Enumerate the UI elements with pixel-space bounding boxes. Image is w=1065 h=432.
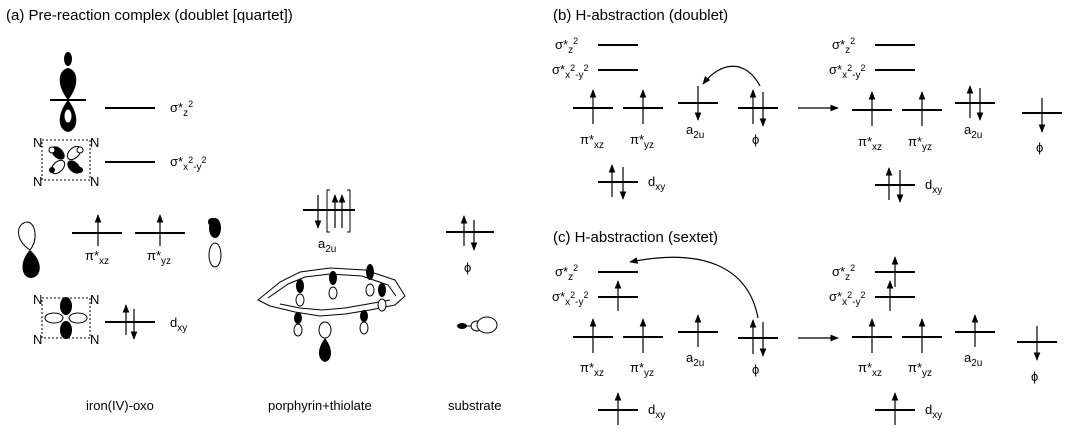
panel-c: σ*z2 σ*x2-y2 π*xz π*yz a2u ϕ dxy σ*z2 σ*… — [552, 256, 1057, 425]
pi-yz-orbital-drawing — [208, 218, 222, 268]
svg-text:N: N — [90, 174, 99, 189]
pi-xz-label-c2: π*xz — [858, 360, 882, 379]
phi-label-b1: ϕ — [752, 132, 759, 147]
a2u-label-b2: a2u — [964, 122, 982, 141]
sigma-x2y2-label: σ*x2-y2 — [170, 154, 206, 173]
panel-c-title: (c) H-abstraction (sextet) — [553, 229, 718, 246]
svg-text:N: N — [90, 332, 99, 347]
sigma-x2y2-label-c1: σ*x2-y2 — [552, 289, 588, 308]
phi-label-a: ϕ — [464, 260, 471, 275]
dx2y2-orbital-drawing: N N N N — [33, 135, 99, 189]
pi-xz-label: π*xz — [85, 248, 109, 267]
iron-oxo-label: iron(IV)-oxo — [86, 398, 154, 413]
substrate-orbital-drawing — [457, 316, 498, 334]
sigma-z2-label-c1: σ*z2 — [555, 263, 578, 283]
sigma-x2y2-label-b2: σ*x2-y2 — [829, 62, 865, 81]
a2u-label-a: a2u — [318, 236, 336, 255]
dxy-label-b1: dxy — [648, 174, 665, 193]
panel-a: σ*z2 N N N N σ*x2-y2 π*xz π*yz — [18, 52, 501, 413]
pi-xz-label-b2: π*xz — [858, 134, 882, 153]
svg-text:N: N — [33, 332, 42, 347]
svg-text:N: N — [90, 292, 99, 307]
pi-xz-orbital-drawing — [18, 221, 40, 278]
pi-yz-label-c2: π*yz — [908, 360, 932, 379]
pi-yz-label-b1: π*yz — [630, 132, 654, 151]
svg-text:N: N — [90, 135, 99, 150]
panel-b-title: (b) H-abstraction (doublet) — [553, 7, 728, 24]
a2u-label-c2: a2u — [964, 350, 982, 369]
pi-yz-label-b2: π*yz — [908, 134, 932, 153]
sigma-z2-label-b1: σ*z2 — [555, 36, 578, 56]
pi-yz-label: π*yz — [147, 248, 171, 267]
sigma-z2-label-c2: σ*z2 — [832, 263, 855, 283]
pi-xz-label-c1: π*xz — [580, 360, 604, 379]
dxy-orbital-drawing: N N N N — [33, 292, 99, 347]
substrate-label: substrate — [448, 398, 501, 413]
pi-yz-label-c1: π*yz — [630, 360, 654, 379]
sigma-x2y2-label-c2: σ*x2-y2 — [829, 289, 865, 308]
phi-label-c1: ϕ — [752, 362, 759, 377]
porphyrin-thiolate-label: porphyrin+thiolate — [268, 398, 372, 413]
dxy-label-c2: dxy — [925, 402, 942, 421]
dxy-label-b2: dxy — [925, 177, 942, 196]
pi-xz-label-b1: π*xz — [580, 132, 604, 151]
sigma-x2y2-label-b1: σ*x2-y2 — [552, 62, 588, 81]
svg-text:N: N — [33, 292, 42, 307]
dz2-orbital-drawing — [50, 52, 86, 132]
porphyrin-ring-drawing — [257, 264, 406, 362]
phi-label-b2: ϕ — [1036, 140, 1043, 155]
a2u-label-c1: a2u — [686, 350, 704, 369]
panel-a-title: (a) Pre-reaction complex (doublet [quart… — [6, 7, 293, 24]
dxy-label-c1: dxy — [648, 402, 665, 421]
panel-b: σ*z2 σ*x2-y2 π*xz π*yz a2u ϕ dxy σ*z2 σ*… — [552, 36, 1062, 203]
a2u-label-b1: a2u — [686, 122, 704, 141]
phi-label-c2: ϕ — [1031, 369, 1038, 384]
sigma-z2-label: σ*z2 — [170, 99, 193, 119]
dxy-label: dxy — [170, 315, 187, 334]
sigma-z2-label-b2: σ*z2 — [832, 36, 855, 56]
svg-text:N: N — [33, 174, 42, 189]
svg-text:N: N — [33, 135, 42, 150]
